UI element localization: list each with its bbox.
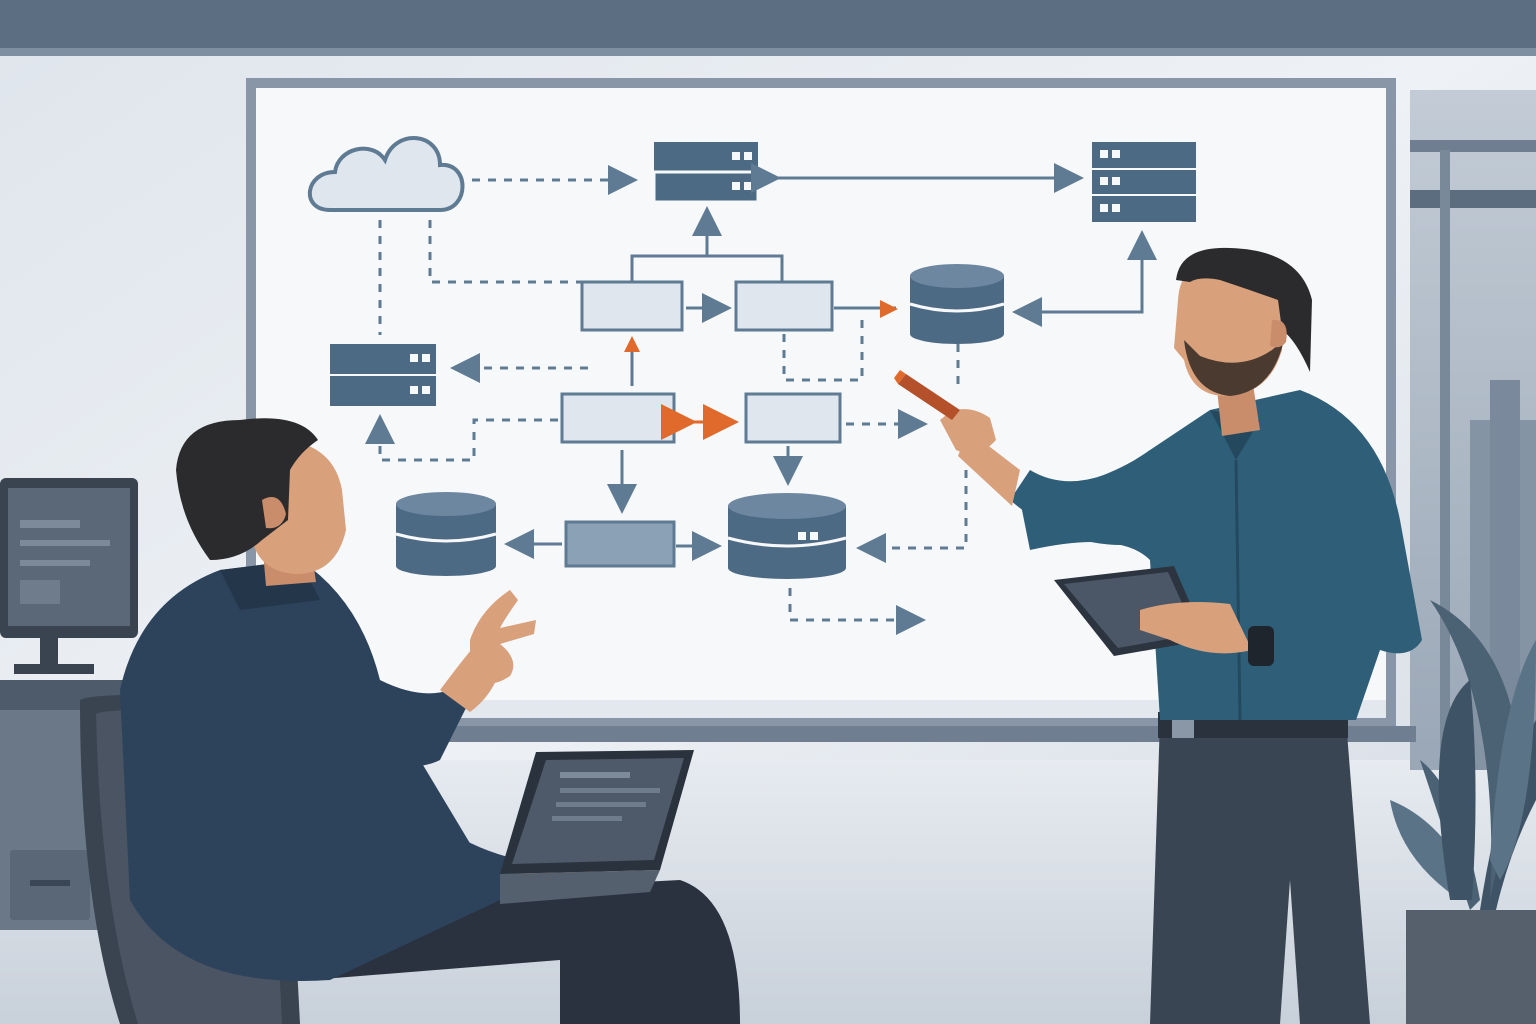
process-box-icon [564,520,676,568]
server-icon [1092,142,1196,222]
process-box-icon [734,280,834,332]
architecture-diagram [308,136,1196,635]
watch-icon [1248,626,1274,666]
database-icon [727,493,847,579]
database-icon [909,264,1005,344]
server-icon [330,344,436,406]
laptop-icon [500,750,694,904]
plant-icon [1390,600,1536,1024]
process-box-icon [560,392,676,444]
process-box-icon [580,280,684,332]
cloud-icon [308,136,465,212]
marker-icon [894,370,960,420]
database-icon [395,492,497,576]
belt-buckle [1172,716,1194,738]
server-icon [652,142,760,204]
monitor-icon [0,478,138,674]
process-box-icon [744,392,842,444]
presenter [894,247,1422,1024]
